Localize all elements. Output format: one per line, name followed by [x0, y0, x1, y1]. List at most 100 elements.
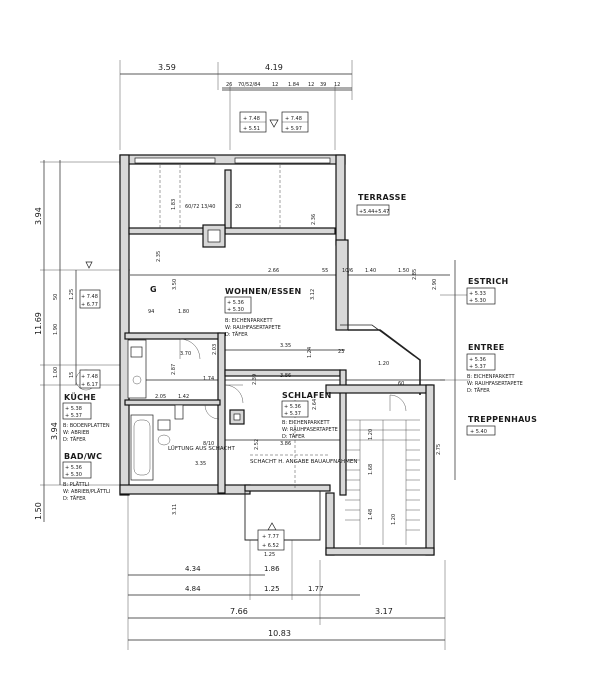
dim-top-s2: 12: [272, 82, 278, 88]
axis-g: G: [150, 285, 157, 294]
dim-int-2: 55: [322, 268, 328, 274]
dim-int-9: 2.90: [432, 279, 438, 290]
dim-left-3: 50: [53, 294, 59, 300]
dim-int-31: 2.64: [312, 399, 318, 410]
note-small-4: 2.35: [156, 251, 162, 262]
dim-bottom-8: 10.83: [268, 629, 291, 638]
dim-int-3: 10/6: [342, 268, 353, 274]
marker-bottom-1: + 7.77: [262, 534, 279, 540]
bad-finish-3: D: TÄFER: [63, 495, 86, 502]
dim-left-6: 1.00: [53, 367, 59, 378]
marker-top-4: + 5.97: [285, 126, 302, 132]
bad-level-2: + 5.30: [65, 472, 82, 478]
dim-left-8: 3.94: [50, 422, 59, 440]
dim-int-30: 2.85: [412, 269, 418, 280]
estrich-level-1: + 5.33: [469, 291, 486, 297]
note-lueftung: LÜFTUNG AUS SCHACHT: [168, 445, 236, 452]
dim-bottom-6: 7.66: [230, 607, 248, 616]
note-small-2: 20: [235, 204, 241, 210]
schlafen-level-1: + 5.36: [284, 404, 301, 410]
dim-top-s4: 12: [308, 82, 314, 88]
dim-int-20: 1.74: [203, 376, 214, 382]
dim-int-17: 2.87: [171, 364, 177, 375]
dim-bottom-7: 3.17: [375, 607, 393, 616]
dim-int-7: 3.35: [280, 343, 291, 349]
dim-int-8: 3.86: [280, 373, 291, 379]
room-wohnen: WOHNEN/ESSEN: [225, 287, 302, 296]
marker-bottom-2: + 6.52: [262, 543, 279, 549]
room-kueche: KÜCHE: [64, 392, 96, 402]
dim-top-s6: 12: [334, 82, 340, 88]
dim-bottom-2: 1.86: [264, 565, 280, 573]
schlafen-finish-1: B: EICHENPARKETT: [282, 420, 330, 426]
note-small-3: 1.83: [171, 199, 177, 210]
dim-int-26: 1.68: [368, 464, 374, 475]
room-entree: ENTREE: [468, 343, 505, 352]
dim-bottom-3: 4.84: [185, 585, 201, 593]
wohnen-finish-1: B: EICHENPARKETT: [225, 318, 273, 324]
wohnen-finish-3: D: TÄFER: [225, 331, 248, 338]
dim-bottom-5: 1.77: [308, 585, 324, 593]
dim-int-4: 1.40: [365, 268, 376, 274]
dim-int-1: 2.66: [268, 268, 279, 274]
wohnen-finish-2: W: RAUHFASERTAPETE: [225, 325, 281, 331]
room-schlafen: SCHLAFEN: [282, 391, 332, 400]
dim-bottom-1: 4.34: [185, 565, 201, 573]
dim-left-1: 3.94: [34, 207, 43, 225]
dim-int-16: 3.70: [180, 351, 191, 357]
dim-top-1: 3.59: [158, 63, 176, 72]
marker-top-1: + 7.48: [243, 116, 260, 122]
dim-left-2: 11.69: [34, 312, 43, 335]
dim-int-22: 2.75: [436, 444, 442, 455]
dim-int-19: 1.42: [178, 394, 189, 400]
room-treppenhaus: TREPPENHAUS: [468, 415, 537, 424]
marker-left-2: + 6.77: [81, 302, 98, 308]
dim-int-15: 2.03: [212, 344, 218, 355]
bad-finish-2: W: ABRIEB/PLÄTTLI: [63, 488, 110, 495]
dim-int-28: 1.48: [368, 509, 374, 520]
kueche-finish-2: W: ABRIEB: [63, 430, 90, 436]
room-terrasse: TERRASSE: [358, 193, 406, 202]
dim-int-14: 1.80: [178, 309, 189, 315]
marker-left2-2: + 6.17: [81, 382, 98, 388]
dim-int-27: 1.20: [391, 514, 397, 525]
dim-top-2: 4.19: [265, 63, 283, 72]
note-small-9: 3.35: [195, 461, 206, 467]
entree-finish-2: W: RAUHFASERTAPETE: [467, 381, 523, 387]
stair-treads: [345, 419, 420, 545]
kueche-level-2: + 5.37: [65, 413, 82, 419]
section-markers: [75, 119, 285, 551]
schlafen-finish-2: W: RAUHFASERTAPETE: [282, 427, 338, 433]
dim-top-s5: 39: [320, 82, 326, 88]
dim-int-11: 3.86: [280, 441, 291, 447]
dim-int-21: 1.20: [368, 429, 374, 440]
room-bad: BAD/WC: [64, 452, 102, 461]
schlafen-level-2: + 5.37: [284, 411, 301, 417]
dim-left-7: 15: [69, 372, 75, 378]
marker-left-1: + 7.48: [81, 294, 98, 300]
bad-finish-1: B: PLÄTTLI: [63, 481, 89, 488]
wohnen-level-2: + 5.30: [227, 307, 244, 313]
walls: [119, 154, 435, 556]
dim-left-5: 1.90: [53, 324, 59, 335]
dim-int-23: 2.36: [311, 214, 317, 225]
schlafen-finish-3: D: TÄFER: [282, 433, 305, 440]
estrich-level-2: + 5.30: [469, 298, 486, 304]
dim-bottom-small: 1.25: [264, 552, 275, 558]
dimension-lines: [40, 60, 470, 650]
treppenhaus-level: + 5.40: [470, 429, 487, 435]
dim-bottom-4: 1.25: [264, 585, 280, 593]
room-details: [127, 111, 420, 545]
dim-int-10: 2.39: [252, 374, 258, 385]
wohnen-level-1: + 5.36: [227, 300, 244, 306]
marker-top-2: + 5.51: [243, 126, 260, 132]
note-small-8: 8/10: [203, 441, 214, 447]
dim-int-5: 1.50: [398, 268, 409, 274]
entree-finish-3: D: TÄFER: [467, 387, 490, 394]
note-small-6: 1.20: [378, 361, 389, 367]
entree-level-1: + 5.36: [469, 357, 486, 363]
dim-int-29: 3.11: [172, 504, 178, 515]
dim-int-13: 94: [148, 309, 154, 315]
bad-level-1: + 5.36: [65, 465, 82, 471]
note-schacht: SCHACHT H. ANGABE BAUAUFNAHMEN: [250, 459, 358, 465]
